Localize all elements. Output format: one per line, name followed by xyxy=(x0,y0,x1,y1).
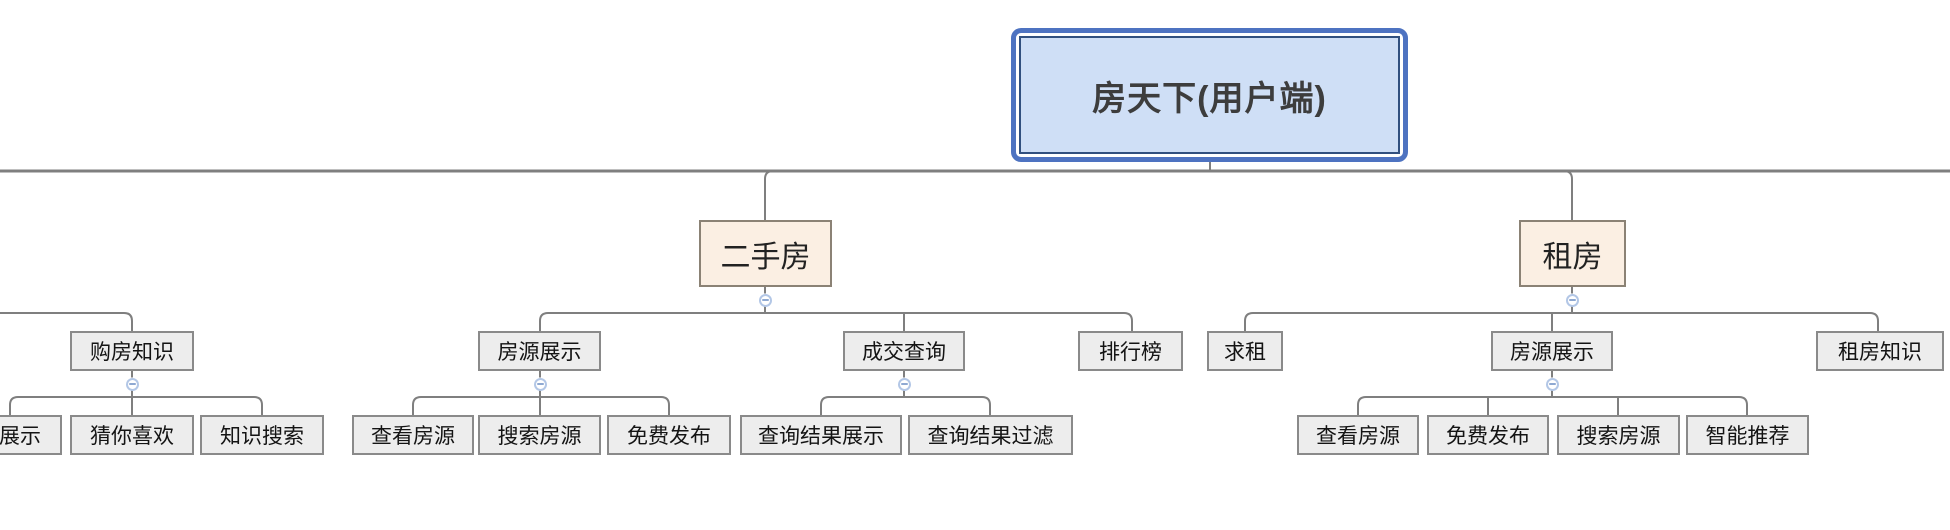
minus-dash xyxy=(1568,299,1576,301)
node-ranking[interactable]: 排行榜 xyxy=(1078,331,1183,371)
minus-dash xyxy=(536,383,544,385)
node-rent-view-listings[interactable]: 查看房源 xyxy=(1297,415,1419,455)
node-rent-seeking[interactable]: 求租 xyxy=(1207,331,1283,371)
node-smart-recommend[interactable]: 智能推荐 xyxy=(1686,415,1809,455)
node-search-listings[interactable]: 搜索房源 xyxy=(478,415,601,455)
node-display-clipped[interactable]: 展示 xyxy=(0,415,62,455)
node-free-publish[interactable]: 免费发布 xyxy=(607,415,731,455)
node-secondhand-listing-display[interactable]: 房源展示 xyxy=(478,331,601,371)
node-root-label: 房天下(用户端) xyxy=(1019,36,1400,154)
node-rent-free-publish[interactable]: 免费发布 xyxy=(1427,415,1549,455)
node-deal-query[interactable]: 成交查询 xyxy=(843,331,965,371)
minus-dash xyxy=(1548,383,1556,385)
node-rent-search-listings[interactable]: 搜索房源 xyxy=(1557,415,1680,455)
node-rent[interactable]: 租房 xyxy=(1519,220,1626,287)
collapse-icon-rent[interactable] xyxy=(1565,293,1579,307)
node-view-listings[interactable]: 查看房源 xyxy=(352,415,474,455)
node-buying-knowledge[interactable]: 购房知识 xyxy=(70,331,194,371)
collapse-icon-buying-knowledge[interactable] xyxy=(125,377,139,391)
node-rent-knowledge[interactable]: 租房知识 xyxy=(1816,331,1944,371)
minus-dash xyxy=(761,299,769,301)
collapse-icon-secondhand-listing[interactable] xyxy=(533,377,547,391)
node-secondhand[interactable]: 二手房 xyxy=(699,220,832,287)
minus-dash xyxy=(900,383,908,385)
collapse-icon-deal-query[interactable] xyxy=(897,377,911,391)
node-query-result-filter[interactable]: 查询结果过滤 xyxy=(908,415,1073,455)
node-guess-you-like[interactable]: 猜你喜欢 xyxy=(70,415,194,455)
collapse-icon-secondhand[interactable] xyxy=(758,293,772,307)
node-knowledge-search[interactable]: 知识搜索 xyxy=(200,415,324,455)
node-rent-listing-display[interactable]: 房源展示 xyxy=(1491,331,1613,371)
minus-dash xyxy=(128,383,136,385)
collapse-icon-rent-listing[interactable] xyxy=(1545,377,1559,391)
node-query-result-display[interactable]: 查询结果展示 xyxy=(740,415,902,455)
node-root[interactable]: 房天下(用户端) xyxy=(1011,28,1408,162)
